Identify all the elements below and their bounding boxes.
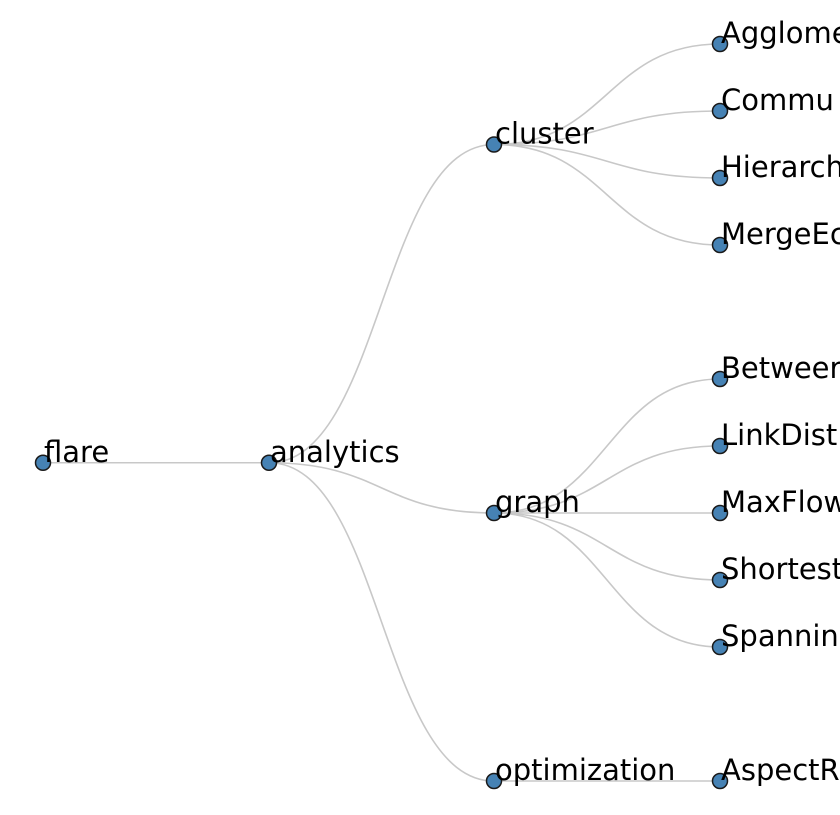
link-cluster-to-mergeec (493, 143, 721, 246)
node-dot-icon[interactable] (485, 772, 503, 790)
tree-node-linkdist[interactable]: LinkDist (711, 418, 838, 455)
link-cluster-to-agglome (493, 43, 721, 146)
link-cluster-to-hierarch (493, 143, 721, 179)
link-graph-to-spannin (493, 512, 721, 648)
node-dot-icon[interactable] (711, 437, 729, 455)
tree-node-betweer[interactable]: Betweer (711, 351, 840, 388)
tree-node-graph[interactable]: graph (485, 485, 580, 522)
node-dot-icon[interactable] (711, 35, 729, 53)
node-dot-icon[interactable] (711, 638, 729, 656)
link-graph-to-linkdist (493, 445, 721, 514)
link-graph-to-shortest (493, 512, 721, 581)
node-label: LinkDist (721, 418, 837, 452)
tree-node-cluster[interactable]: cluster (485, 117, 594, 153)
node-label: Betweer (721, 351, 840, 385)
tree-node-spannin[interactable]: Spannin (711, 619, 839, 656)
node-dot-icon[interactable] (711, 236, 729, 254)
node-dot-icon[interactable] (485, 504, 503, 522)
tree-node-aspectr[interactable]: AspectR (711, 753, 840, 790)
node-label: optimization (495, 753, 675, 787)
node-label: flare (44, 435, 109, 469)
node-label: Shortest (721, 552, 840, 586)
node-dot-icon[interactable] (711, 504, 729, 522)
link-analytics-to-optimization (268, 461, 495, 782)
tree-node-maxflow[interactable]: MaxFlow (711, 485, 840, 522)
tree-node-shortest[interactable]: Shortest (711, 552, 840, 589)
tree-node-optimization[interactable]: optimization (485, 753, 676, 790)
tree-node-agglome[interactable]: Agglome (711, 16, 840, 53)
node-dot-icon[interactable] (711, 772, 729, 790)
node-label: cluster (495, 117, 594, 151)
tree-node-hierarch[interactable]: Hierarch (711, 150, 840, 187)
node-dot-icon[interactable] (711, 571, 729, 589)
tree-node-mergeec[interactable]: MergeEc (711, 217, 840, 254)
node-dot-icon[interactable] (485, 136, 503, 153)
tree-node-analytics[interactable]: analytics (260, 435, 400, 471)
node-dot-icon[interactable] (711, 370, 729, 388)
tree-node-flare[interactable]: flare (34, 435, 110, 471)
node-dot-icon[interactable] (34, 454, 52, 471)
node-dot-icon[interactable] (711, 102, 729, 120)
links-layer (43, 43, 721, 782)
node-label: Commu (721, 83, 834, 117)
node-label: AspectR (721, 753, 840, 787)
node-label: Spannin (721, 619, 839, 653)
link-analytics-to-graph (268, 461, 495, 514)
node-label: MaxFlow (721, 485, 840, 519)
link-analytics-to-cluster (268, 143, 495, 464)
node-label: graph (495, 485, 580, 519)
nodes-layer: flare analytics cluster AgglomeCommuHierarc… (34, 16, 840, 790)
node-label: Agglome (721, 16, 840, 50)
link-cluster-to-commu (493, 110, 721, 146)
node-label: MergeEc (721, 217, 840, 251)
node-dot-icon[interactable] (260, 454, 278, 471)
node-dot-icon[interactable] (711, 169, 729, 187)
link-graph-to-betweer (493, 378, 721, 514)
node-label: Hierarch (721, 150, 840, 184)
tree-node-commu[interactable]: Commu (711, 83, 834, 120)
node-label: analytics (270, 435, 400, 469)
